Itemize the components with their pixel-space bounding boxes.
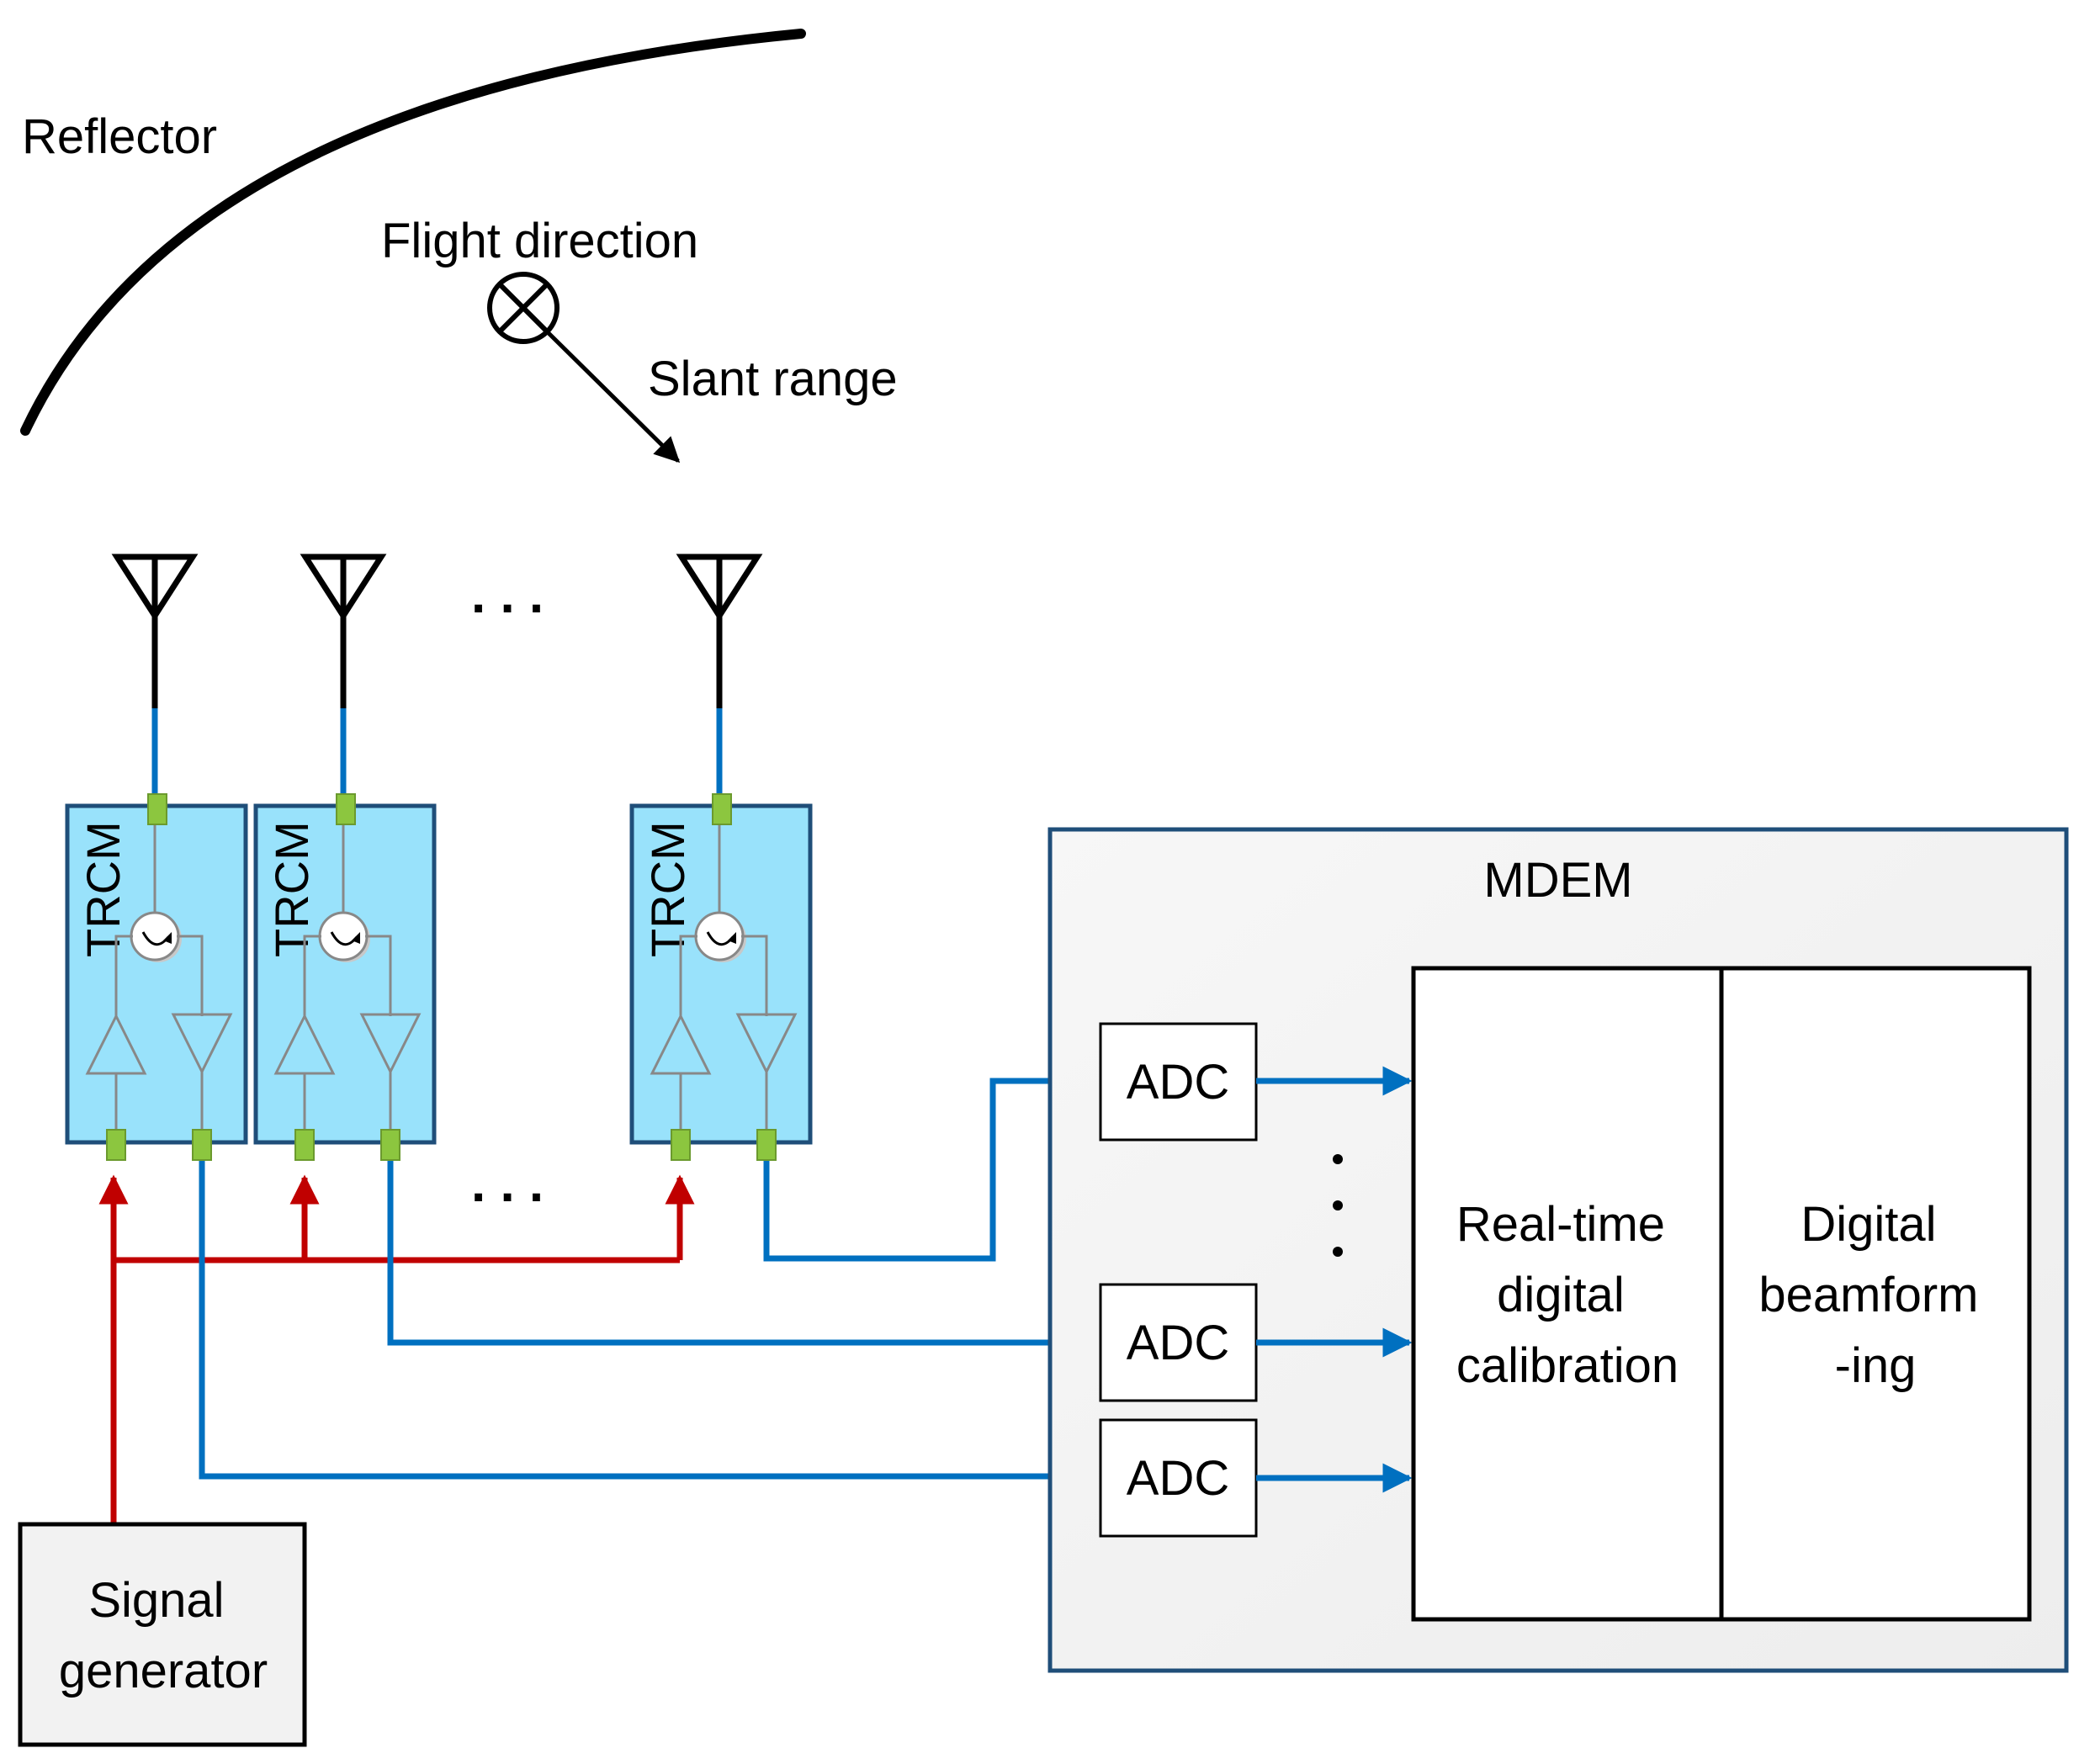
amplifier-icon [735, 1013, 798, 1075]
adc-label: ADC [1127, 1055, 1229, 1110]
antenna-1 [117, 557, 193, 797]
trcm-module-2: TRCM [253, 793, 437, 1161]
reflector-label: Reflector [22, 109, 217, 164]
adc-block-2: ADC [1099, 1283, 1258, 1402]
beamforming-line-1: Digital [1801, 1197, 1936, 1252]
mdem-label: MDEM [1483, 853, 1632, 908]
svg-text:Digital beamform: Digital beamform -ing [1758, 1197, 1991, 1393]
svg-text:Real-time digital: Real-time digital calibration [1456, 1197, 1679, 1393]
flight-direction-icon [487, 272, 560, 344]
antenna-3 [682, 557, 757, 797]
trcm-label: TRCM [641, 821, 694, 957]
tx-distribution-lines [98, 1174, 695, 1523]
adc-label: ADC [1127, 1451, 1229, 1506]
circulator-icon [318, 911, 370, 962]
antenna-icon [305, 557, 381, 616]
signal-generator-box: Signal generator [18, 1522, 307, 1747]
port [671, 1129, 691, 1161]
trcm-label: TRCM [77, 821, 130, 957]
adc-block-1: ADC [1099, 1022, 1258, 1142]
port [756, 1129, 777, 1161]
amplifier-icon [171, 1013, 233, 1075]
port [106, 1129, 126, 1161]
signal-generator-label-line-1: Signal [88, 1573, 224, 1628]
trcm-module-1: TRCM [65, 793, 248, 1161]
beamforming-line-2: beamform [1758, 1268, 1978, 1322]
svg-text:Signal generator: Signal generator [59, 1573, 268, 1698]
calibration-line-1: Real-time [1456, 1197, 1665, 1252]
calibration-block: Real-time digital calibration [1411, 966, 1724, 1622]
amplifier-icon [359, 1013, 422, 1075]
slant-range-arrow [547, 331, 681, 464]
module-ellipsis: . . . [471, 1155, 544, 1213]
trcm-module-3: TRCM [629, 793, 813, 1161]
antenna-icon [682, 557, 757, 616]
antenna-icon [117, 557, 193, 616]
port [380, 1129, 400, 1161]
circulator-icon [694, 911, 746, 962]
antenna-2 [305, 557, 381, 797]
adc-label: ADC [1127, 1316, 1229, 1370]
port [336, 793, 356, 825]
mdem-box: MDEM ADC ADC ADC Real-time dig [1047, 827, 2069, 1673]
signal-generator-label-line-2: generator [59, 1644, 268, 1698]
reflector-curve [20, 29, 806, 436]
port [147, 793, 167, 825]
slant-range-label: Slant range [648, 352, 898, 406]
flight-direction-label: Flight direction [381, 214, 698, 268]
antenna-ellipsis: . . . [471, 566, 544, 624]
trcm-label: TRCM [265, 821, 318, 957]
calibration-line-3: calibration [1456, 1338, 1679, 1393]
beamforming-block: Digital beamform -ing [1719, 966, 2032, 1622]
circulator-icon [130, 911, 182, 962]
beamforming-line-3: -ing [1835, 1338, 1917, 1393]
adc-output-arrows [1256, 1066, 1413, 1493]
adc-block-3: ADC [1099, 1418, 1258, 1538]
port [712, 793, 732, 825]
rx-lines [199, 1066, 1097, 1491]
calibration-line-2: digital [1497, 1268, 1625, 1322]
adc-dots [1333, 1154, 1343, 1257]
port [192, 1129, 212, 1161]
port [294, 1129, 315, 1161]
